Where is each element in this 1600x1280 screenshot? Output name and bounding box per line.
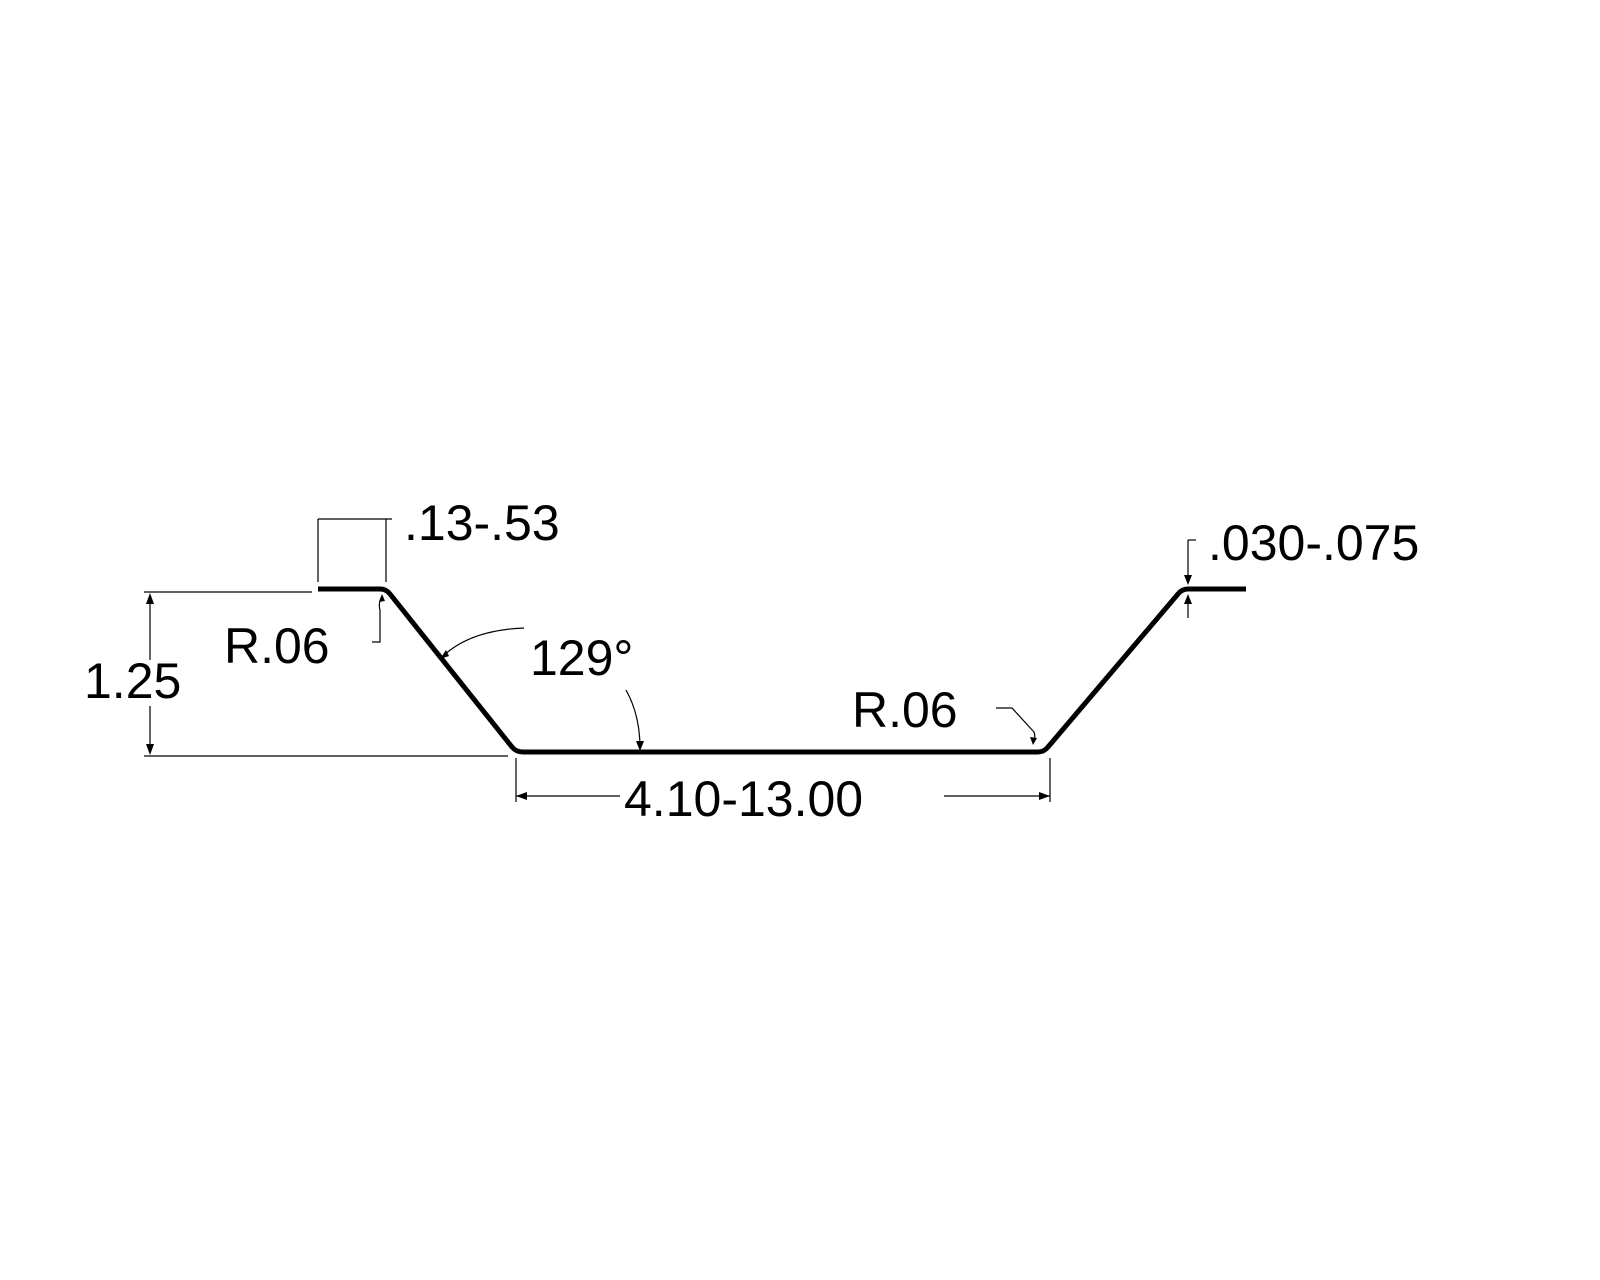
radius-bottom-right-callout: R.06 bbox=[852, 682, 1037, 745]
angle-dimension: 129° bbox=[440, 627, 644, 751]
channel-profile-line bbox=[318, 586, 1246, 755]
radius-bottom-right-label: R.06 bbox=[852, 682, 958, 738]
bottom-width-dimension: 4.10-13.00 bbox=[515, 758, 1051, 827]
height-dimension: 1.25 bbox=[84, 591, 508, 757]
flange-width-label: .13-.53 bbox=[404, 495, 560, 551]
angle-label: 129° bbox=[530, 630, 633, 686]
flange-width-dimension: .13-.53 bbox=[317, 495, 560, 582]
radius-top-left-label: R.06 bbox=[224, 618, 330, 674]
height-label: 1.25 bbox=[84, 653, 181, 709]
thickness-label: .030-.075 bbox=[1208, 515, 1419, 571]
bottom-width-label: 4.10-13.00 bbox=[624, 771, 863, 827]
thickness-callout: .030-.075 bbox=[1184, 515, 1419, 618]
radius-top-left-callout: R.06 bbox=[224, 594, 385, 674]
